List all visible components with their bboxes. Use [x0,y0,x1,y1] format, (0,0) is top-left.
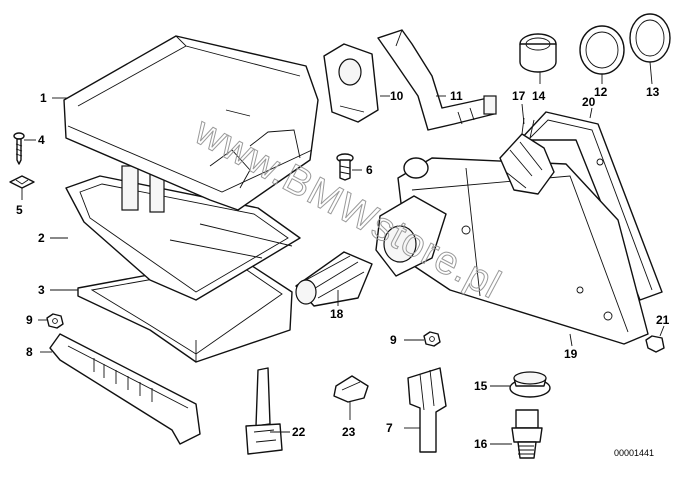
part-21-nut [645,335,665,353]
callout-18: 18 [330,307,344,321]
part-9-nut-left [46,313,64,329]
part-10-holder [323,43,379,123]
callout-21: 21 [656,313,670,327]
callout-labels: 1 2 3 4 5 6 7 8 9 9 10 11 12 13 14 15 16… [16,85,670,451]
callout-7: 7 [386,421,393,435]
callout-5: 5 [16,203,23,217]
callout-22: 22 [292,425,306,439]
part-8-bracket [49,333,201,445]
callout-14: 14 [532,89,546,103]
part-22-connector [245,367,283,455]
part-5-clip-nut [9,175,35,189]
callout-8: 8 [26,345,33,359]
callout-4: 4 [38,133,45,147]
callout-17: 17 [512,89,526,103]
part-13-cap [629,13,671,63]
callout-20: 20 [582,95,596,109]
callout-6: 6 [366,163,373,177]
part-14-grommet [519,33,557,73]
part-11-hose-clamp [483,95,497,115]
part-4-screw [13,132,25,165]
callout-13: 13 [646,85,660,99]
callout-12: 12 [594,85,608,99]
part-17-sensor [499,117,555,195]
part-11-hose [377,29,497,131]
callout-9-center: 9 [390,333,397,347]
callout-2: 2 [38,231,45,245]
callout-15: 15 [474,379,488,393]
callout-23: 23 [342,425,356,439]
callout-10: 10 [390,89,404,103]
part-2-mount-post [121,165,139,211]
part-7-sensor-element [407,367,447,453]
part-9-nut-center [423,331,441,347]
part-6-bolt [336,153,354,181]
part-18-bellows [295,251,373,307]
callout-9-left: 9 [26,313,33,327]
part-16-switch [511,409,543,459]
callout-16: 16 [474,437,488,451]
document-number: 00001441 [614,448,654,458]
callout-11: 11 [450,89,463,103]
part-1-housing-cover [63,35,319,211]
part-12-cap [579,25,625,75]
callout-1: 1 [40,91,47,105]
part-19-resonator [375,157,649,345]
callout-19: 19 [564,347,578,361]
leader-lines [21,61,665,445]
part-23-clip [333,375,369,403]
callout-3: 3 [38,283,45,297]
part-15-mount [509,371,551,398]
